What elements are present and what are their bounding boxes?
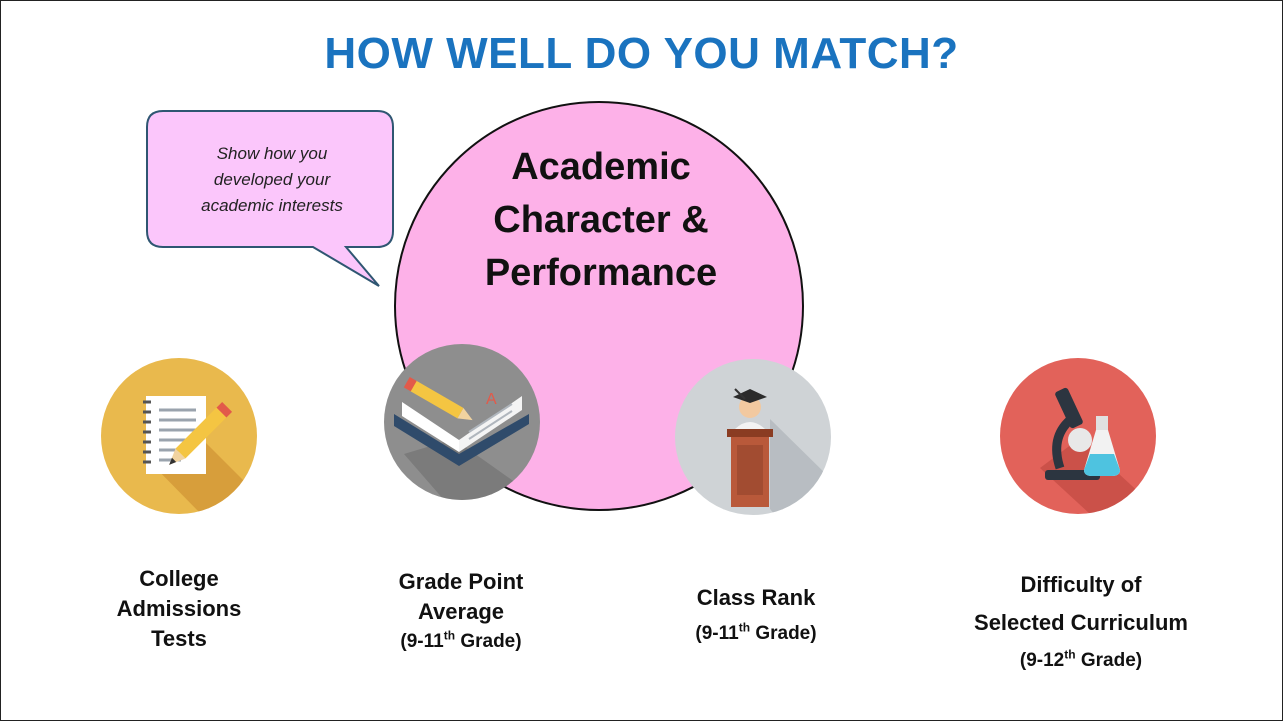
center-circle-text: Academic Character & Performance: [441, 141, 761, 300]
label-college-tests: College Admissions Tests: [79, 564, 279, 654]
callout-text: Show how you developed your academic int…: [166, 141, 378, 219]
label-line: Selected Curriculum: [974, 610, 1188, 635]
slide-title: HOW WELL DO YOU MATCH?: [324, 29, 959, 78]
pencil-notepad-icon: [101, 358, 257, 514]
microscope-flask-icon: [1000, 358, 1156, 514]
grade-range: (9-11th Grade): [695, 620, 817, 644]
callout-line: Show how you: [216, 144, 328, 163]
grade-range: (9-11th Grade): [400, 628, 522, 652]
label-gpa: Grade Point Average (9-11th Grade): [341, 567, 581, 657]
label-curriculum: Difficulty of Selected Curriculum (9-12t…: [936, 568, 1226, 678]
label-line: Difficulty of: [1020, 572, 1142, 597]
open-book-pencil-icon: A: [384, 344, 540, 500]
center-line: Performance: [484, 252, 718, 294]
label-line: Grade Point: [398, 569, 524, 594]
callout-line: academic interests: [201, 196, 343, 215]
label-class-rank: Class Rank (9-11th Grade): [656, 583, 856, 649]
svg-text:A: A: [486, 391, 497, 408]
label-line: Admissions: [116, 596, 242, 621]
label-line: Class Rank: [696, 585, 816, 610]
center-line: Academic: [511, 146, 691, 188]
label-line: Tests: [151, 626, 207, 651]
callout-line: developed your: [213, 170, 331, 189]
center-line: Character &: [493, 199, 709, 241]
graduate-podium-icon: [675, 359, 831, 515]
label-line: College: [139, 566, 219, 591]
grade-range: (9-12th Grade): [1019, 647, 1143, 671]
label-line: Average: [417, 599, 504, 624]
